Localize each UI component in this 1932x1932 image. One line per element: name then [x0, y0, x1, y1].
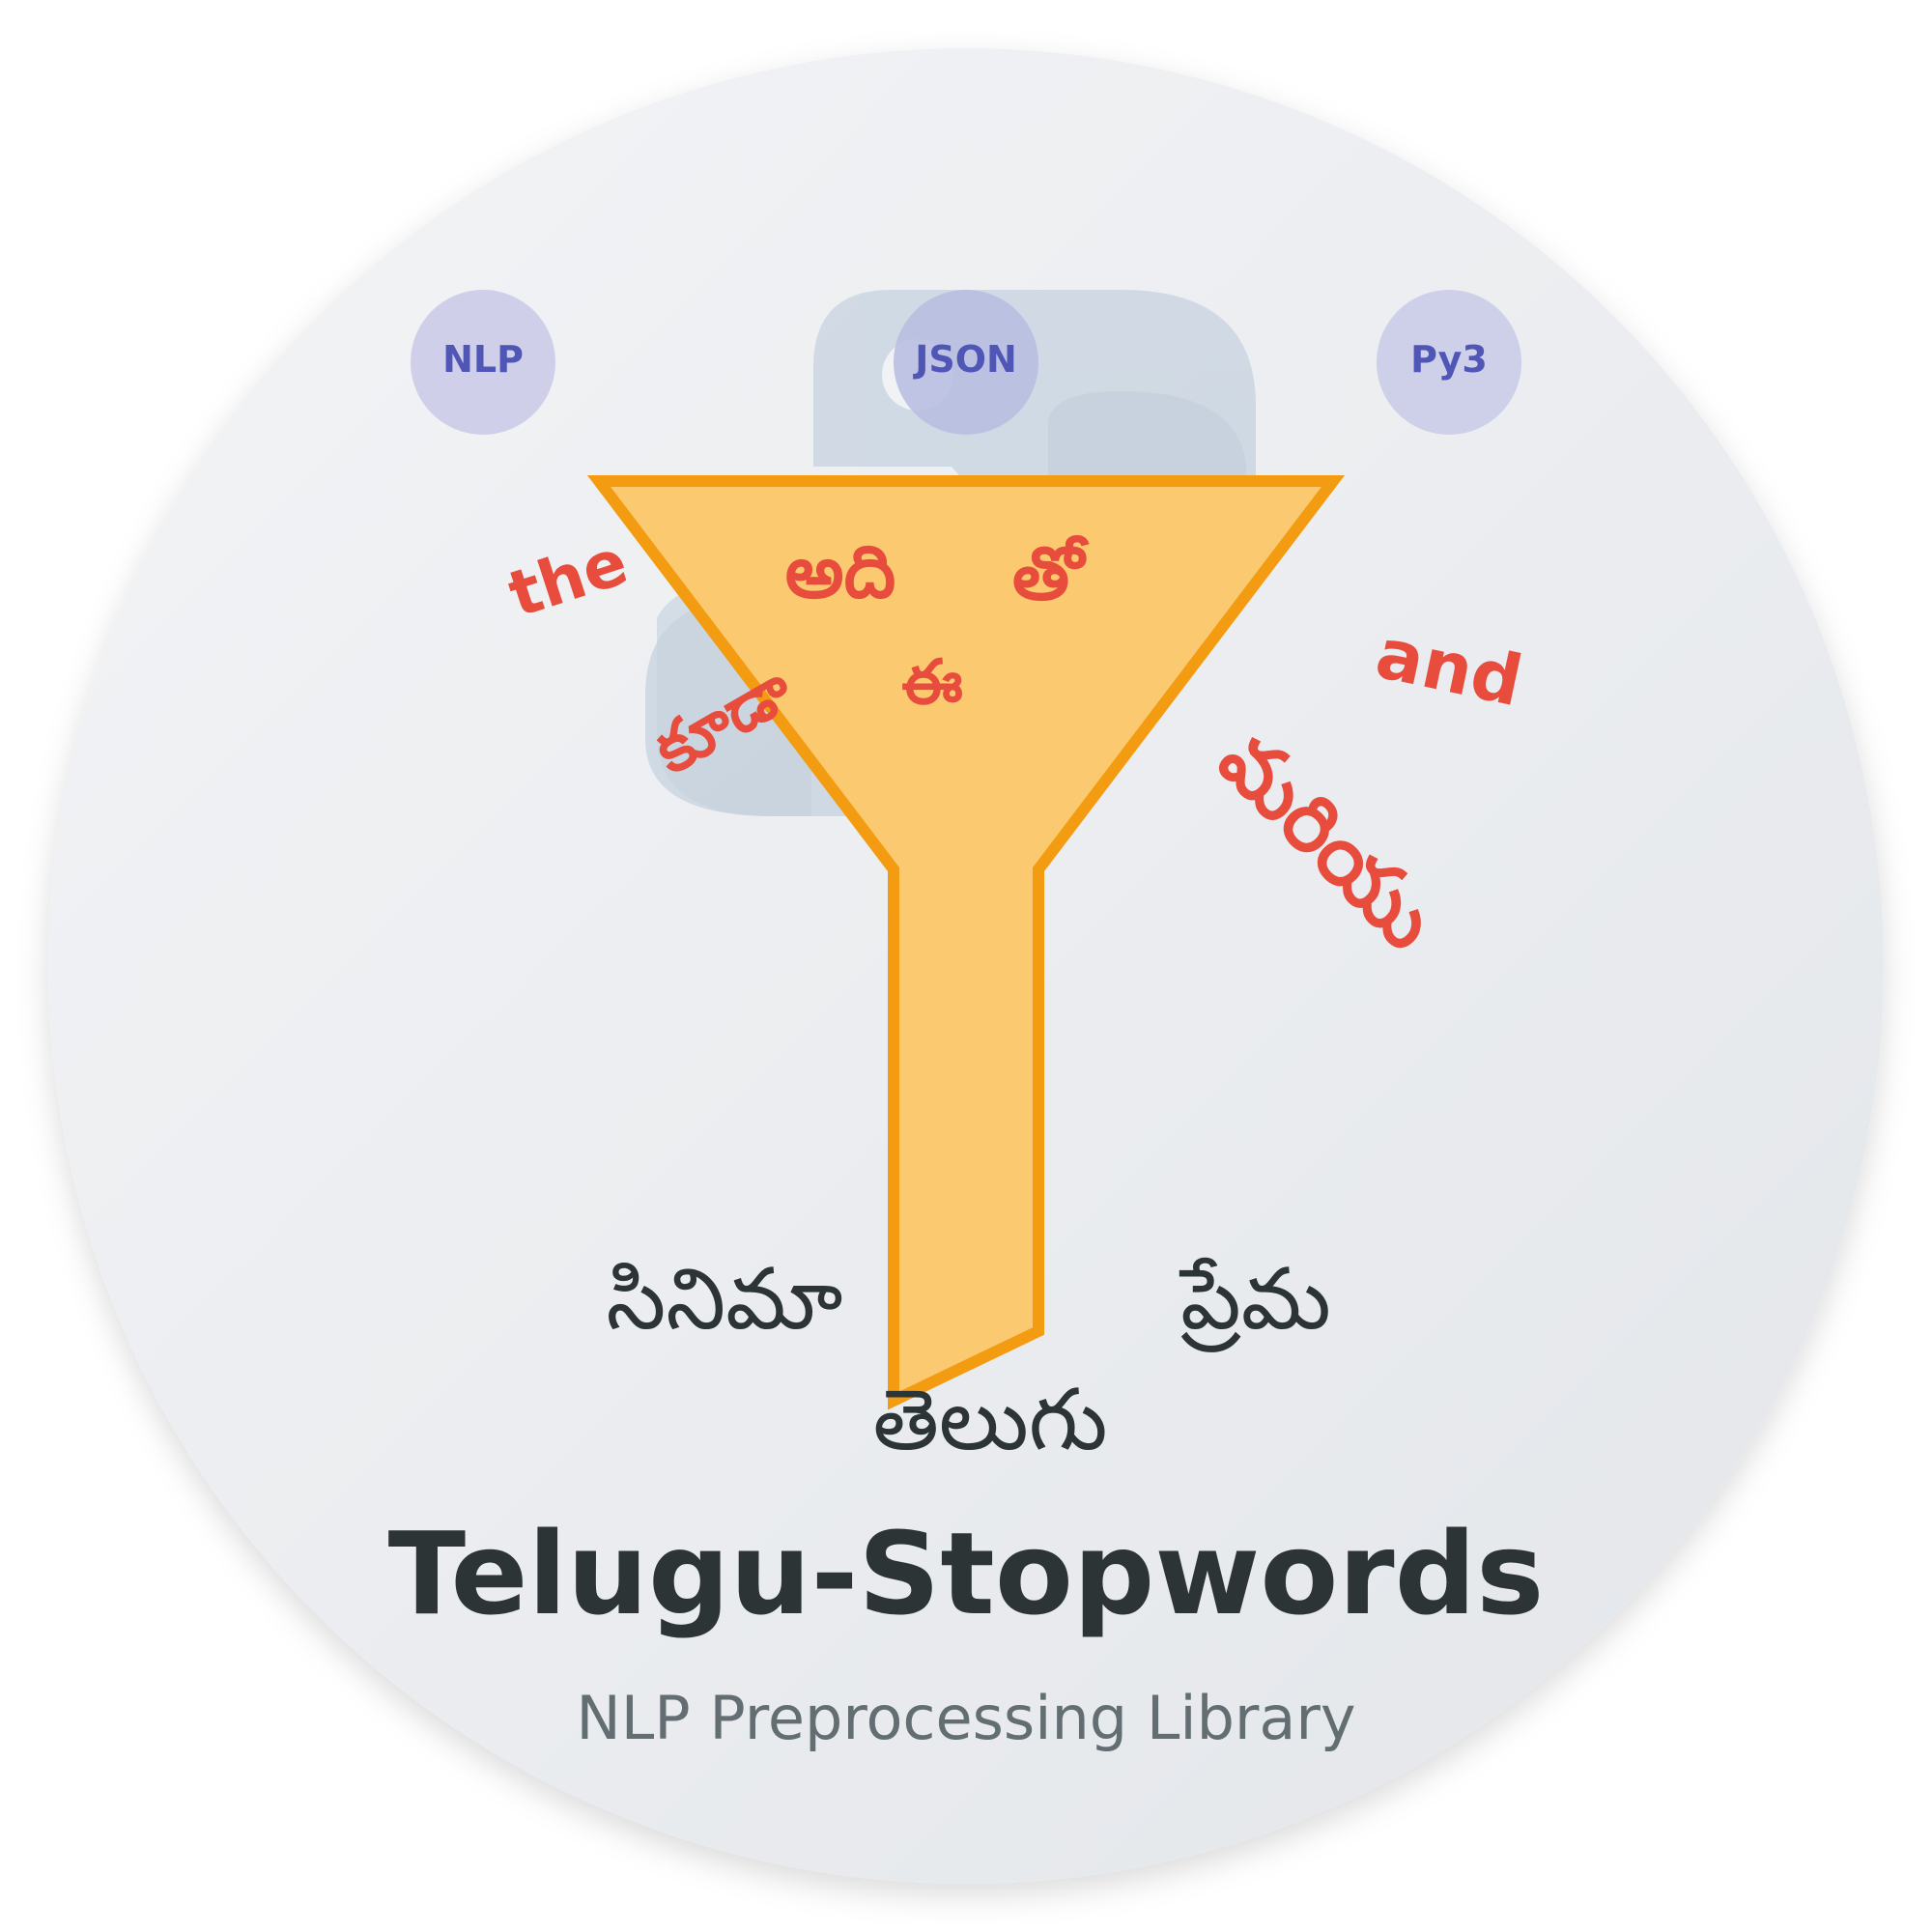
stopword-ee: ఈ	[901, 647, 963, 719]
logo-title: Telugu-Stopwords	[388, 1507, 1545, 1640]
logo-subtitle: NLP Preprocessing Library	[576, 1683, 1355, 1753]
badge-json: JSON	[894, 290, 1038, 435]
content-word-cinema: సినిమా	[607, 1249, 843, 1349]
badge-nlp-label: NLP	[442, 338, 524, 381]
stopword-adi: అది	[785, 528, 895, 614]
funnel-icon	[586, 475, 1346, 1410]
badge-py3: Py3	[1377, 290, 1521, 435]
stopword-to: తో	[1012, 530, 1090, 616]
content-word-telugu: తెలుగు	[872, 1370, 1107, 1469]
badge-nlp: NLP	[411, 290, 555, 435]
badge-json-label: JSON	[912, 338, 1017, 381]
badge-py3-label: Py3	[1410, 338, 1488, 381]
content-word-prema: ప్రేమ	[1179, 1249, 1331, 1352]
